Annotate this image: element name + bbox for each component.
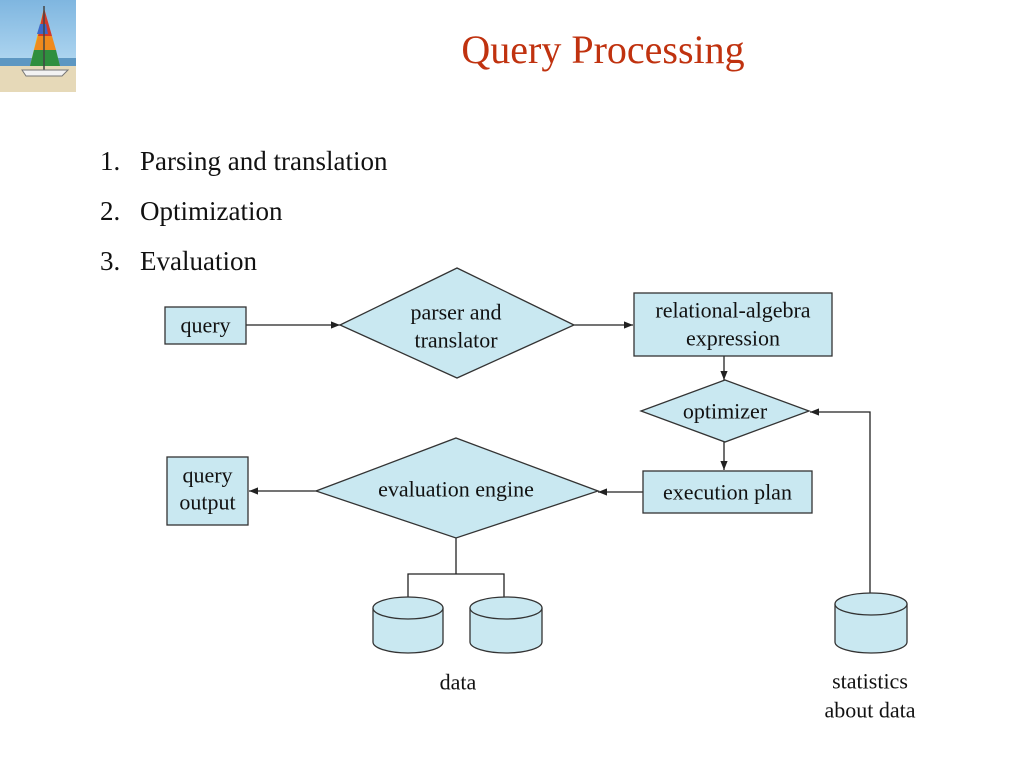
step-number: 2. — [100, 196, 121, 226]
query-label: query — [180, 313, 230, 338]
rae-label-line2: expression — [686, 326, 780, 351]
step-number: 3. — [100, 246, 121, 276]
step-item: 3. Evaluation — [100, 236, 387, 286]
stats-label-line1: statistics — [832, 669, 908, 694]
evaluation-engine-label: evaluation engine — [378, 477, 534, 502]
execution-plan-box — [642, 470, 813, 514]
evaluation-engine-diamond — [314, 437, 600, 539]
step-text: Evaluation — [140, 246, 257, 276]
arrow-stats-to-optimizer — [810, 408, 871, 593]
query-output-box — [166, 456, 249, 526]
optimizer-diamond — [639, 379, 811, 443]
step-item: 1. Parsing and translation — [100, 136, 387, 186]
stats-label-line2: about data — [824, 698, 915, 723]
sailboat-logo-image — [0, 0, 76, 92]
parser-label-line1: parser and — [410, 300, 501, 325]
optimizer-label: optimizer — [683, 399, 768, 424]
connector-lines — [246, 321, 871, 598]
relational-algebra-box — [633, 292, 833, 357]
data-branch-line — [407, 573, 505, 598]
step-text: Parsing and translation — [140, 146, 388, 176]
output-label-line2: output — [179, 490, 235, 515]
step-number: 1. — [100, 146, 121, 176]
data-cylinder-icon — [469, 596, 543, 654]
rae-label-line1: relational-algebra — [655, 298, 810, 323]
data-cylinder-icon — [372, 596, 444, 654]
step-text: Optimization — [140, 196, 283, 226]
statistics-cylinder-icon — [834, 592, 908, 654]
step-list: 1. Parsing and translation 2. Optimization… — [100, 136, 387, 286]
slide-title: Query Processing — [461, 27, 745, 72]
parser-translator-diamond — [338, 267, 576, 379]
parser-label-line2: translator — [414, 328, 498, 353]
step-item: 2. Optimization — [100, 186, 387, 236]
data-label: data — [440, 670, 477, 695]
output-label-line1: query — [182, 463, 232, 488]
execution-plan-label: execution plan — [663, 480, 792, 505]
query-box — [164, 306, 247, 345]
